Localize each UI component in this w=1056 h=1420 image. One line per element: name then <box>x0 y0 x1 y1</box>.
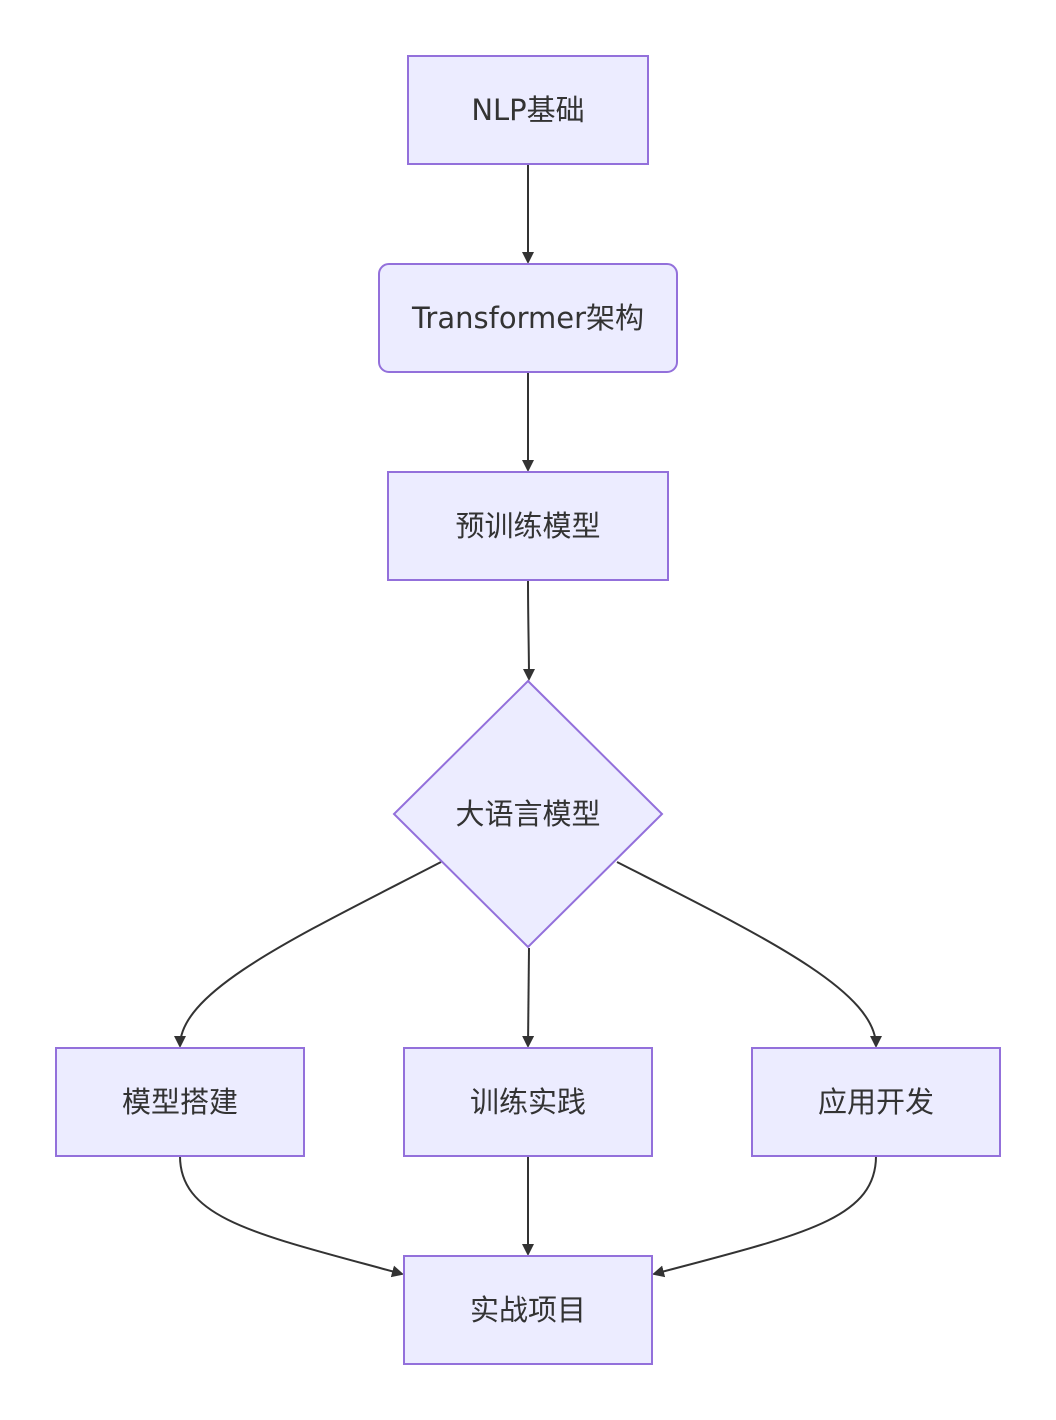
edges <box>174 164 882 1278</box>
node-build-box <box>55 1047 305 1157</box>
node-nlp-label: NLP基础 <box>471 93 584 127</box>
edge-llm-to-app <box>616 861 882 1048</box>
edge-llm-to-build <box>174 861 442 1048</box>
node-project-box <box>403 1255 653 1365</box>
node-nlp[interactable]: NLP基础 <box>407 55 649 165</box>
node-transformer[interactable]: Transformer架构 <box>378 263 678 373</box>
node-train-label: 训练实践 <box>470 1085 586 1119</box>
node-app-box <box>751 1047 1001 1157</box>
node-build-label: 模型搭建 <box>122 1085 238 1119</box>
node-llm[interactable]: 大语言模型 <box>392 679 664 949</box>
node-build[interactable]: 模型搭建 <box>55 1047 305 1157</box>
node-pretrain-box <box>387 471 669 581</box>
edge-build-to-project <box>179 1155 404 1278</box>
node-pretrain-label: 预训练模型 <box>455 509 600 543</box>
node-pretrain[interactable]: 预训练模型 <box>387 471 669 581</box>
node-train-box <box>403 1047 653 1157</box>
node-project-label: 实战项目 <box>470 1293 586 1327</box>
edge-app-to-project <box>652 1155 877 1278</box>
edge-pretrain-to-llm <box>522 579 535 681</box>
node-app[interactable]: 应用开发 <box>751 1047 1001 1157</box>
node-train[interactable]: 训练实践 <box>403 1047 653 1157</box>
node-transformer-box <box>378 263 678 373</box>
node-app-label: 应用开发 <box>818 1085 934 1119</box>
node-project[interactable]: 实战项目 <box>403 1255 653 1365</box>
node-llm-label: 大语言模型 <box>455 797 600 831</box>
edge-llm-to-train <box>522 947 535 1048</box>
node-transformer-label: Transformer架构 <box>411 301 644 335</box>
node-nlp-box <box>407 55 649 165</box>
node-llm-diamond <box>392 679 664 949</box>
